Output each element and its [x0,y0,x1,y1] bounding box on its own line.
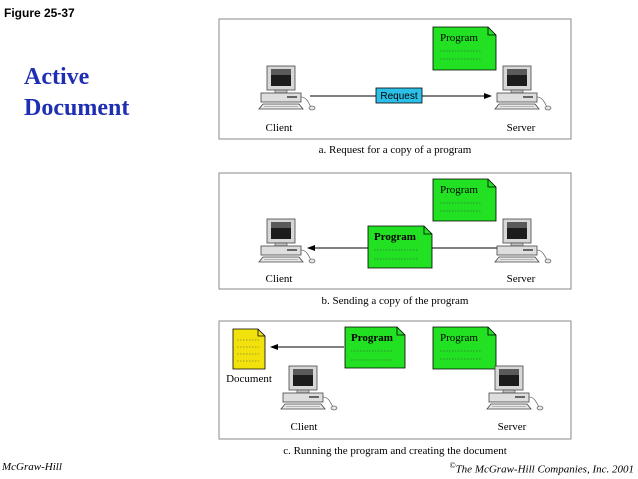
slide-title: Active Document [24,62,129,124]
program-copy-label: Program [374,231,416,243]
server-program-label: Program [440,184,478,196]
document-label: Document [226,373,272,385]
panel-c-caption: c. Running the program and creating the … [283,445,507,457]
figure-label: Figure 25-37 [4,6,75,20]
program-copy-note: Program [344,326,406,369]
title-line-1: Active [24,64,90,90]
panel-a: Program Request Client Server [218,18,572,140]
client-label: Client [266,273,293,285]
server-label: Server [498,421,527,433]
request-box [375,87,423,104]
panel-a-caption: a. Request for a copy of a program [319,144,472,156]
client-label: Client [266,122,293,134]
panel-b-caption: b. Sending a copy of the program [322,295,469,307]
client-label: Client [291,421,318,433]
panel-b: Program Program Client Server [218,172,572,290]
server-program-label: Program [440,32,478,44]
title-line-2: Document [24,95,130,121]
program-copy-note: Program [367,225,433,269]
server-program-note: Program [432,326,497,370]
server-label: Server [507,273,536,285]
copyright-symbol: © [449,461,456,470]
footer-publisher: McGraw-Hill [2,461,62,473]
document-note [232,328,266,370]
footer-copyright-text: The McGraw-Hill Companies, Inc. 2001 [455,463,634,476]
panel-c: Document Program Program Client Server [218,320,572,440]
footer-copyright: ©The McGraw-Hill Companies, Inc. 2001 [449,461,634,476]
server-program-label: Program [440,332,478,344]
program-copy-label: Program [351,332,393,344]
server-label: Server [507,122,536,134]
server-program-note: Program [432,178,497,222]
request-label: Request [380,91,417,102]
server-program-note: Program [432,26,497,71]
